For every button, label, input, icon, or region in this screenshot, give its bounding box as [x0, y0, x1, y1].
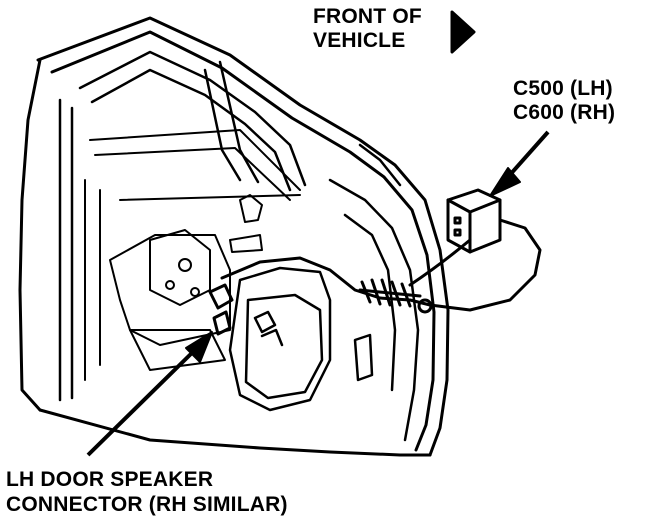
- connector-label-line1: C500 (LH): [513, 77, 613, 100]
- speaker-label-line2: CONNECTOR (RH SIMILAR): [6, 493, 288, 517]
- speaker-label-line1: LH DOOR SPEAKER: [6, 468, 214, 491]
- front-of-vehicle-label: FRONT OF VEHICLE: [313, 5, 422, 52]
- connector-id-label: C500 (LH) C600 (RH): [513, 77, 615, 124]
- speaker-leader-arrow: [86, 331, 213, 457]
- speaker-opening: [228, 266, 332, 412]
- connector-body: [446, 188, 502, 254]
- connector-label-line2: C600 (RH): [513, 100, 616, 124]
- connector-leader-arrow: [489, 130, 550, 197]
- harness-grommet: [358, 278, 433, 314]
- window-channel: [58, 50, 307, 402]
- speaker-connector: [208, 283, 234, 336]
- speaker-connector-label: LH DOOR SPEAKER CONNECTOR (RH SIMILAR): [6, 467, 288, 517]
- door-edge: [328, 143, 420, 442]
- inner-panel: [84, 129, 301, 381]
- front-label-line1: FRONT OF: [313, 5, 422, 28]
- front-label-line2: VEHICLE: [313, 28, 406, 52]
- door-frame: [18, 16, 450, 457]
- front-arrow-icon: [450, 10, 476, 54]
- wiring-harness: [220, 218, 542, 312]
